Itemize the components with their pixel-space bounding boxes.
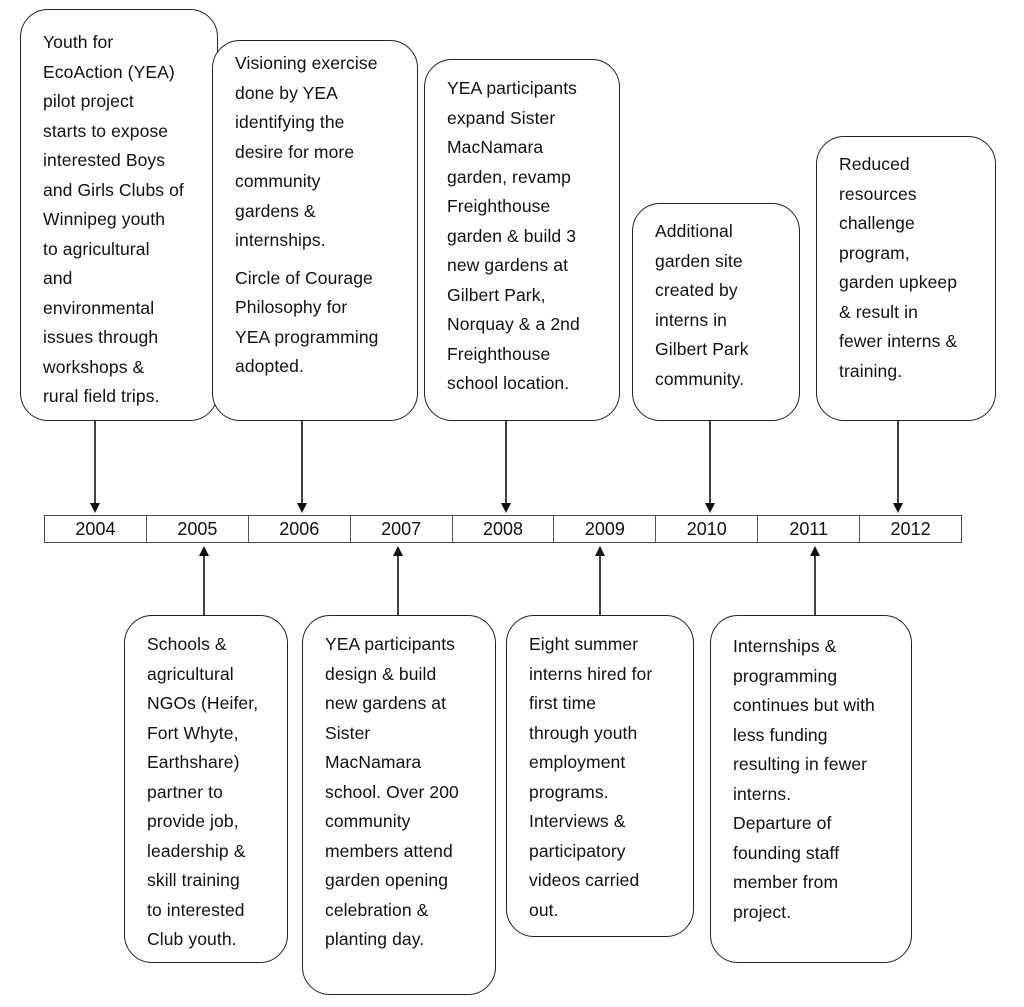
year-2012: 2012 [859,516,961,542]
event-2011-box: Internships & programming continues but … [710,615,912,963]
timeline-bar: 2004 2005 2006 2007 2008 2009 2010 2011 … [44,515,962,543]
event-2006-text-2: Circle of Courage Philosophy for YEA pro… [235,267,379,377]
event-2010-text: Additional garden site created by intern… [655,221,749,389]
event-2007-text: YEA participants design & build new gard… [325,634,459,949]
year-2005: 2005 [145,516,248,542]
event-2012-box: Reduced resources challenge program, gar… [816,136,996,421]
event-2007-box: YEA participants design & build new gard… [302,615,496,995]
year-2006: 2006 [247,516,350,542]
year-2008: 2008 [451,516,554,542]
year-2010: 2010 [655,516,757,542]
event-2005-box: Schools & agricultural NGOs (Heifer, For… [124,615,288,963]
event-2008-box: YEA participants expand Sister MacNamara… [424,59,620,421]
event-2004-box: Youth for EcoAction (YEA) pilot project … [20,9,218,421]
event-2012-text: Reduced resources challenge program, gar… [839,154,958,381]
event-2011-text: Internships & programming continues but … [733,636,875,922]
year-2007: 2007 [349,516,452,542]
event-2009-text: Eight summer interns hired for first tim… [529,634,653,920]
event-2006-text-1: Visioning exercise done by YEA identifyi… [235,53,378,250]
event-2006-box: Visioning exercise done by YEA identifyi… [212,40,418,421]
year-2011: 2011 [757,516,859,542]
event-2008-text: YEA participants expand Sister MacNamara… [447,78,580,393]
year-2009: 2009 [553,516,655,542]
year-2004: 2004 [75,519,116,539]
event-2009-box: Eight summer interns hired for first tim… [506,615,694,937]
event-2010-box: Additional garden site created by intern… [632,203,800,421]
event-2004-text: Youth for EcoAction (YEA) pilot project … [43,32,184,406]
event-2005-text: Schools & agricultural NGOs (Heifer, For… [147,634,259,949]
